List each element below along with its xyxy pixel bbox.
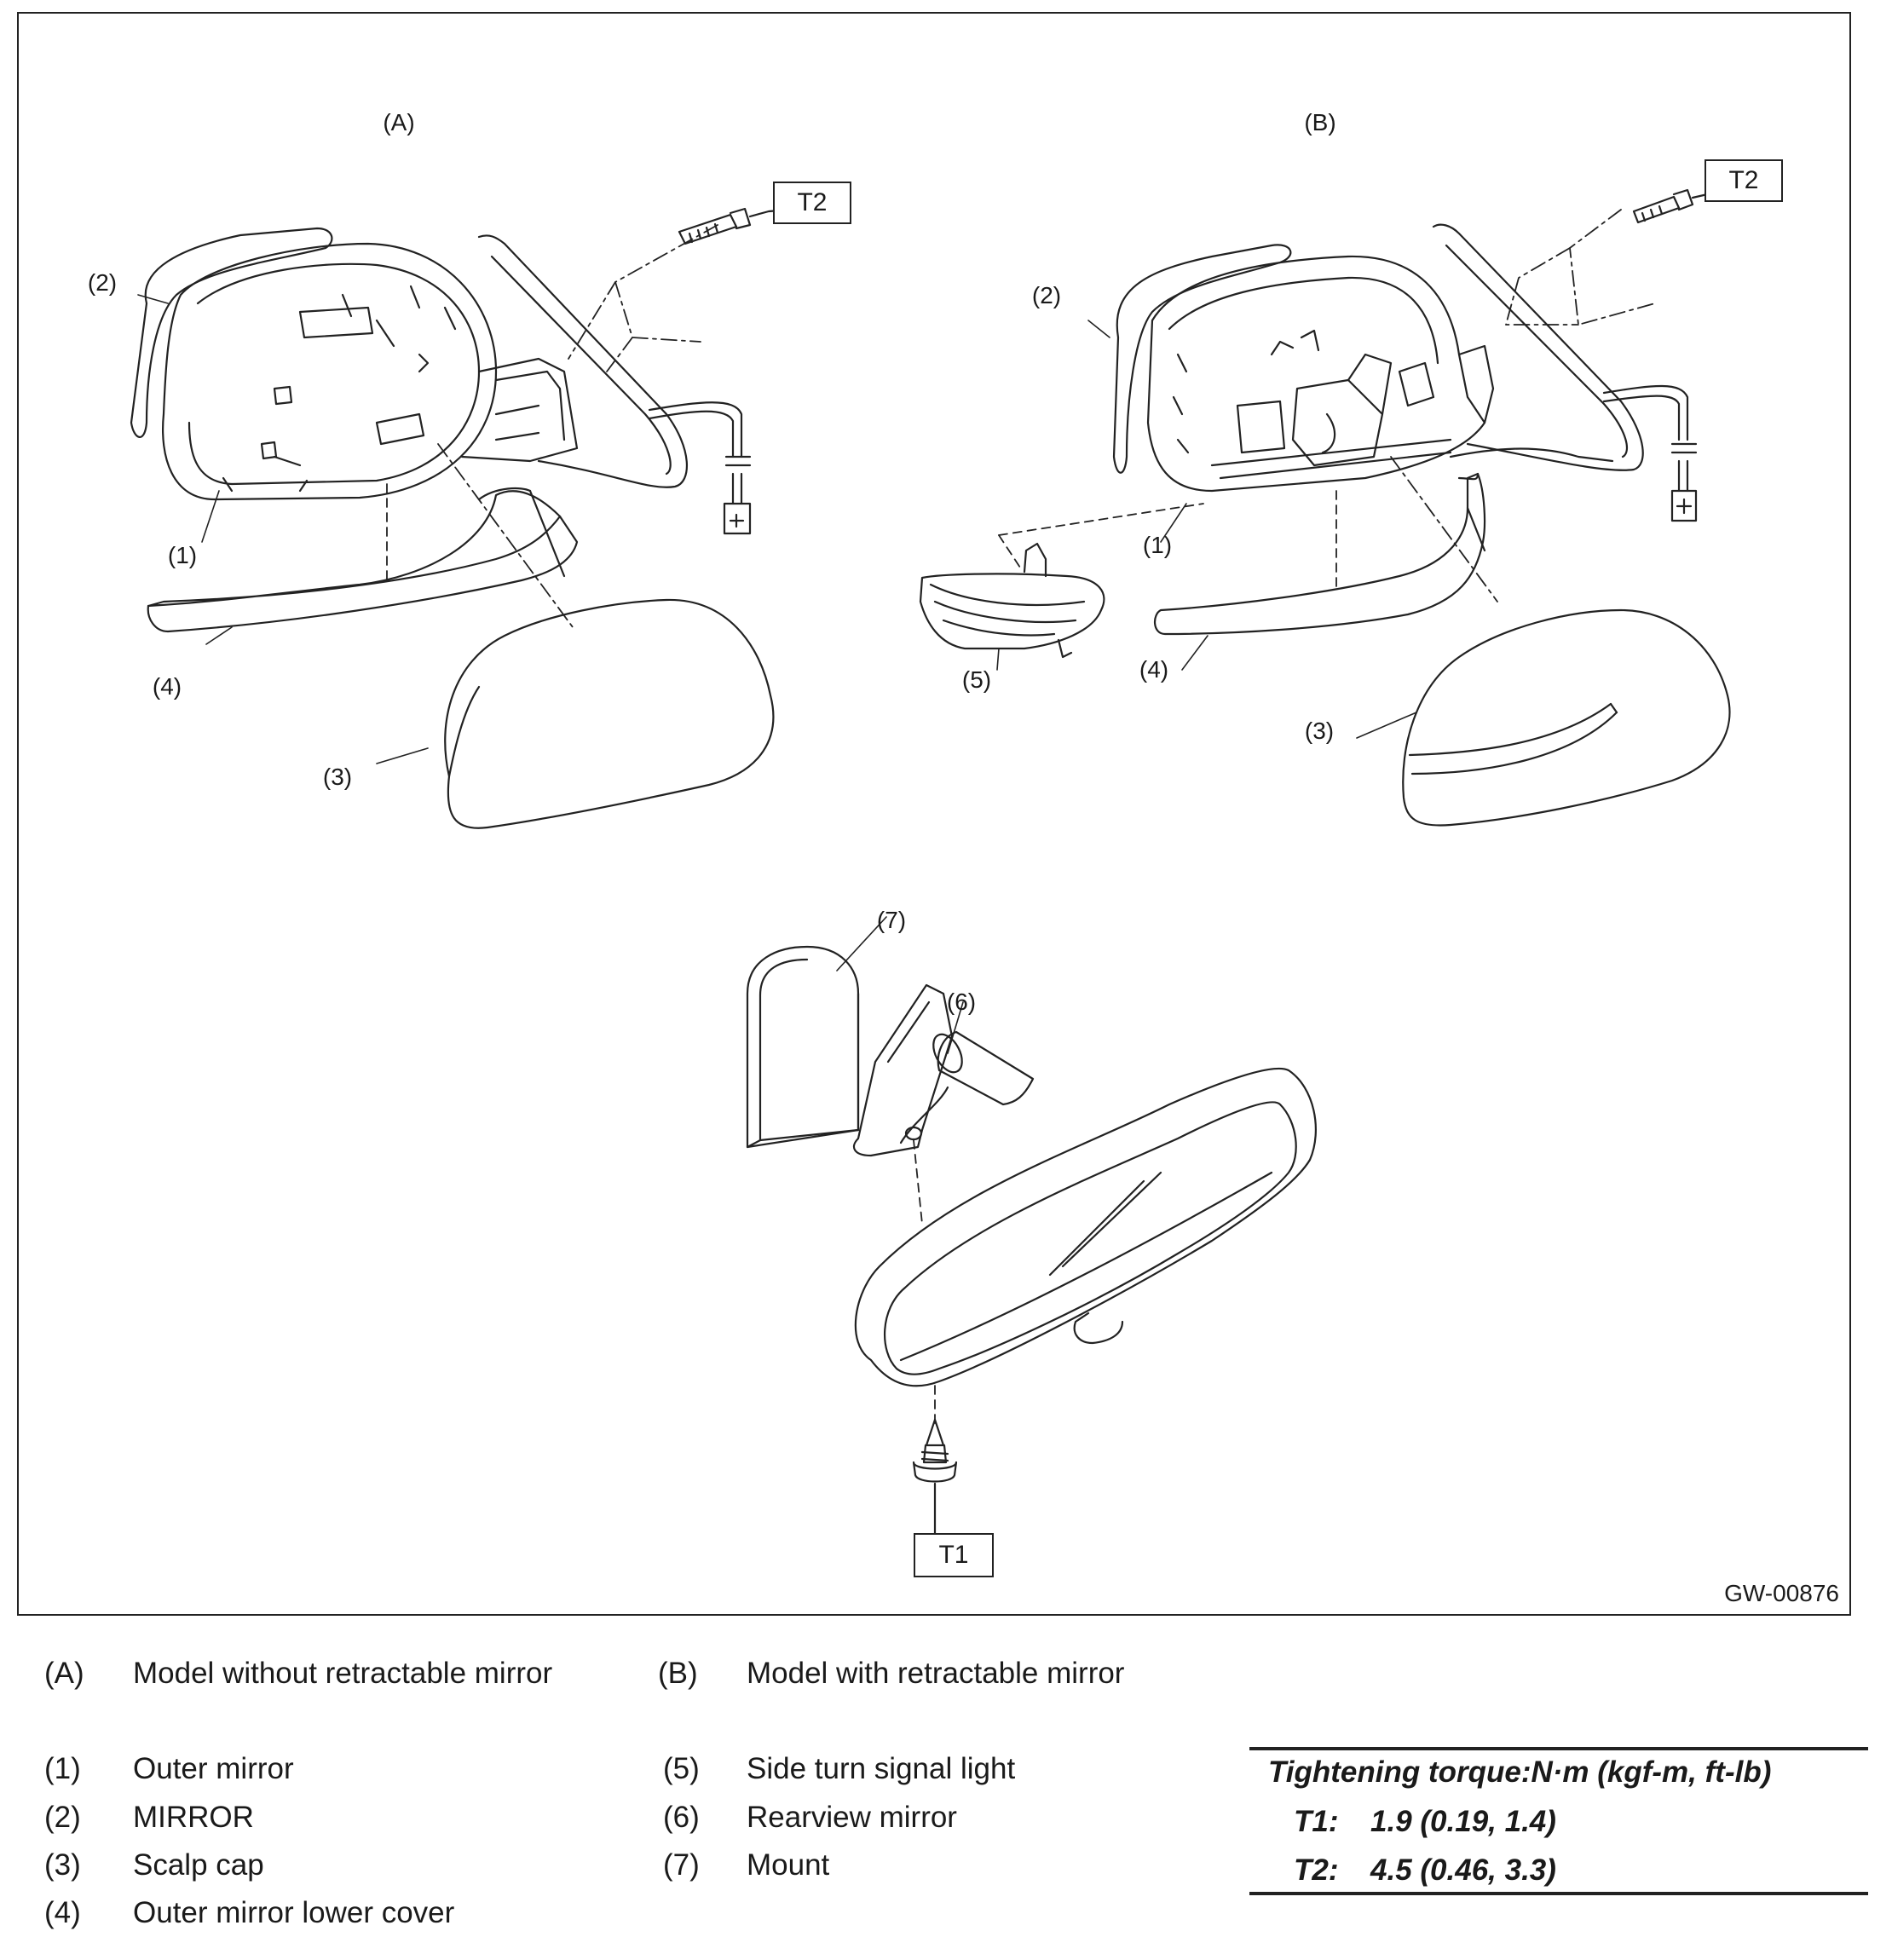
callout-b-3: (3) bbox=[1304, 718, 1335, 744]
legend-code: (2) bbox=[44, 1801, 81, 1834]
diagram-drawing bbox=[130, 188, 1735, 1536]
legend-code: (3) bbox=[44, 1848, 81, 1882]
callout-a-2: (2) bbox=[87, 269, 118, 296]
callout-b-1: (1) bbox=[1142, 532, 1173, 558]
torque-value: 4.5 (0.46, 3.3) bbox=[1370, 1853, 1556, 1887]
legend-text: Rearview mirror bbox=[747, 1801, 957, 1834]
legend-text: Model without retractable mirror bbox=[133, 1657, 553, 1690]
rearview-drawing bbox=[746, 916, 1317, 1536]
view-b-drawing bbox=[919, 188, 1735, 827]
legend-text: Scalp cap bbox=[133, 1848, 264, 1882]
legend-code: (6) bbox=[663, 1801, 700, 1834]
torque-table: Tightening torque:N·m (kgf-m, ft-lb) T1:… bbox=[1249, 1747, 1868, 1895]
view-b-label: (B) bbox=[1304, 109, 1336, 135]
torque-table-title: Tightening torque:N·m (kgf-m, ft-lb) bbox=[1268, 1755, 1772, 1789]
callout-a-1: (1) bbox=[167, 542, 198, 568]
legend-text: Model with retractable mirror bbox=[747, 1657, 1125, 1690]
callout-c-6: (6) bbox=[946, 989, 977, 1015]
view-a-drawing bbox=[130, 207, 792, 829]
legend-code: (A) bbox=[44, 1657, 84, 1690]
legend-code: (1) bbox=[44, 1752, 81, 1785]
callout-b-4: (4) bbox=[1139, 656, 1169, 683]
legend-code: (B) bbox=[658, 1657, 698, 1690]
legend-code: (7) bbox=[663, 1848, 700, 1882]
figure-code: GW-00876 bbox=[1724, 1580, 1839, 1606]
legend-text: Outer mirror bbox=[133, 1752, 294, 1785]
torque-box-t2-b: T2 bbox=[1705, 159, 1783, 202]
callout-b-2: (2) bbox=[1031, 282, 1062, 308]
view-a-label: (A) bbox=[383, 109, 415, 135]
legend-text: MIRROR bbox=[133, 1801, 254, 1834]
callout-a-3: (3) bbox=[322, 764, 353, 790]
torque-key: T2: bbox=[1294, 1853, 1339, 1887]
callout-a-4: (4) bbox=[152, 673, 182, 700]
legend-text: Outer mirror lower cover bbox=[133, 1896, 455, 1929]
callout-c-7: (7) bbox=[876, 907, 907, 933]
callout-b-5: (5) bbox=[961, 666, 992, 693]
legend-code: (5) bbox=[663, 1752, 700, 1785]
torque-box-t2-a: T2 bbox=[773, 182, 851, 224]
torque-value: 1.9 (0.19, 1.4) bbox=[1370, 1805, 1556, 1838]
legend-text: Mount bbox=[747, 1848, 830, 1882]
torque-key: T1: bbox=[1294, 1805, 1339, 1838]
legend-code: (4) bbox=[44, 1896, 81, 1929]
torque-box-t1: T1 bbox=[914, 1533, 994, 1577]
legend-text: Side turn signal light bbox=[747, 1752, 1016, 1785]
exploded-diagram: (A) (B) (1) (2) (3) (4) (1) (2) (3) (4) … bbox=[17, 12, 1851, 1616]
